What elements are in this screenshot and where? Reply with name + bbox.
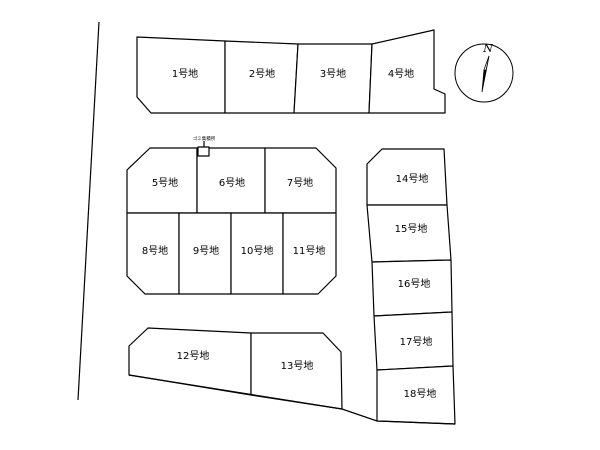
- lot-1-label: 1号地: [172, 67, 198, 80]
- lot-3-label: 3号地: [320, 67, 346, 80]
- lot-4-label: 4号地: [388, 67, 414, 80]
- garbage-station: [197, 146, 210, 157]
- lot-13-label: 13号地: [281, 359, 314, 372]
- compass-rose: N: [454, 42, 514, 103]
- lot-6-label: 6号地: [219, 176, 245, 189]
- lot-5-label: 5号地: [152, 176, 178, 189]
- lot-7[interactable]: [264, 147, 337, 214]
- block-south: 12号地 13号地: [128, 327, 343, 410]
- lot-17-label: 17号地: [400, 335, 433, 348]
- lot-18-label: 18号地: [404, 387, 437, 400]
- garbage-station-label: ゴミ集積所: [193, 135, 216, 142]
- block-north: 1号地 2号地 3号地 4号地: [136, 29, 446, 114]
- lot-2-label: 2号地: [249, 67, 275, 80]
- lot-10-label: 10号地: [241, 244, 274, 257]
- lot-8[interactable]: [126, 212, 180, 295]
- lot-16-label: 16号地: [398, 277, 431, 290]
- lot-11-label: 11号地: [293, 244, 326, 257]
- lot-1[interactable]: [136, 36, 226, 114]
- block-east: 14号地 15号地 16号地 17号地 18号地: [366, 148, 456, 425]
- lot-8-label: 8号地: [142, 244, 168, 257]
- block-center: ゴミ集積所 5号地 6号地 7号地 8号地 9号地 10号地 11号地: [126, 135, 337, 295]
- lot-14-label: 14号地: [396, 172, 429, 185]
- north-arrow-tail-icon: [483, 55, 490, 71]
- lot-9-label: 9号地: [193, 244, 219, 257]
- lot-12-label: 12号地: [177, 349, 210, 362]
- lot-11[interactable]: [282, 212, 337, 295]
- lot-7-label: 7号地: [287, 176, 313, 189]
- lot-4[interactable]: [368, 29, 446, 114]
- road-edge-west: [77, 21, 100, 401]
- lot-15-label: 15号地: [395, 222, 428, 235]
- lot-13[interactable]: [250, 332, 343, 410]
- road-edge-south: [128, 374, 456, 425]
- compass-north-label: N: [482, 42, 493, 55]
